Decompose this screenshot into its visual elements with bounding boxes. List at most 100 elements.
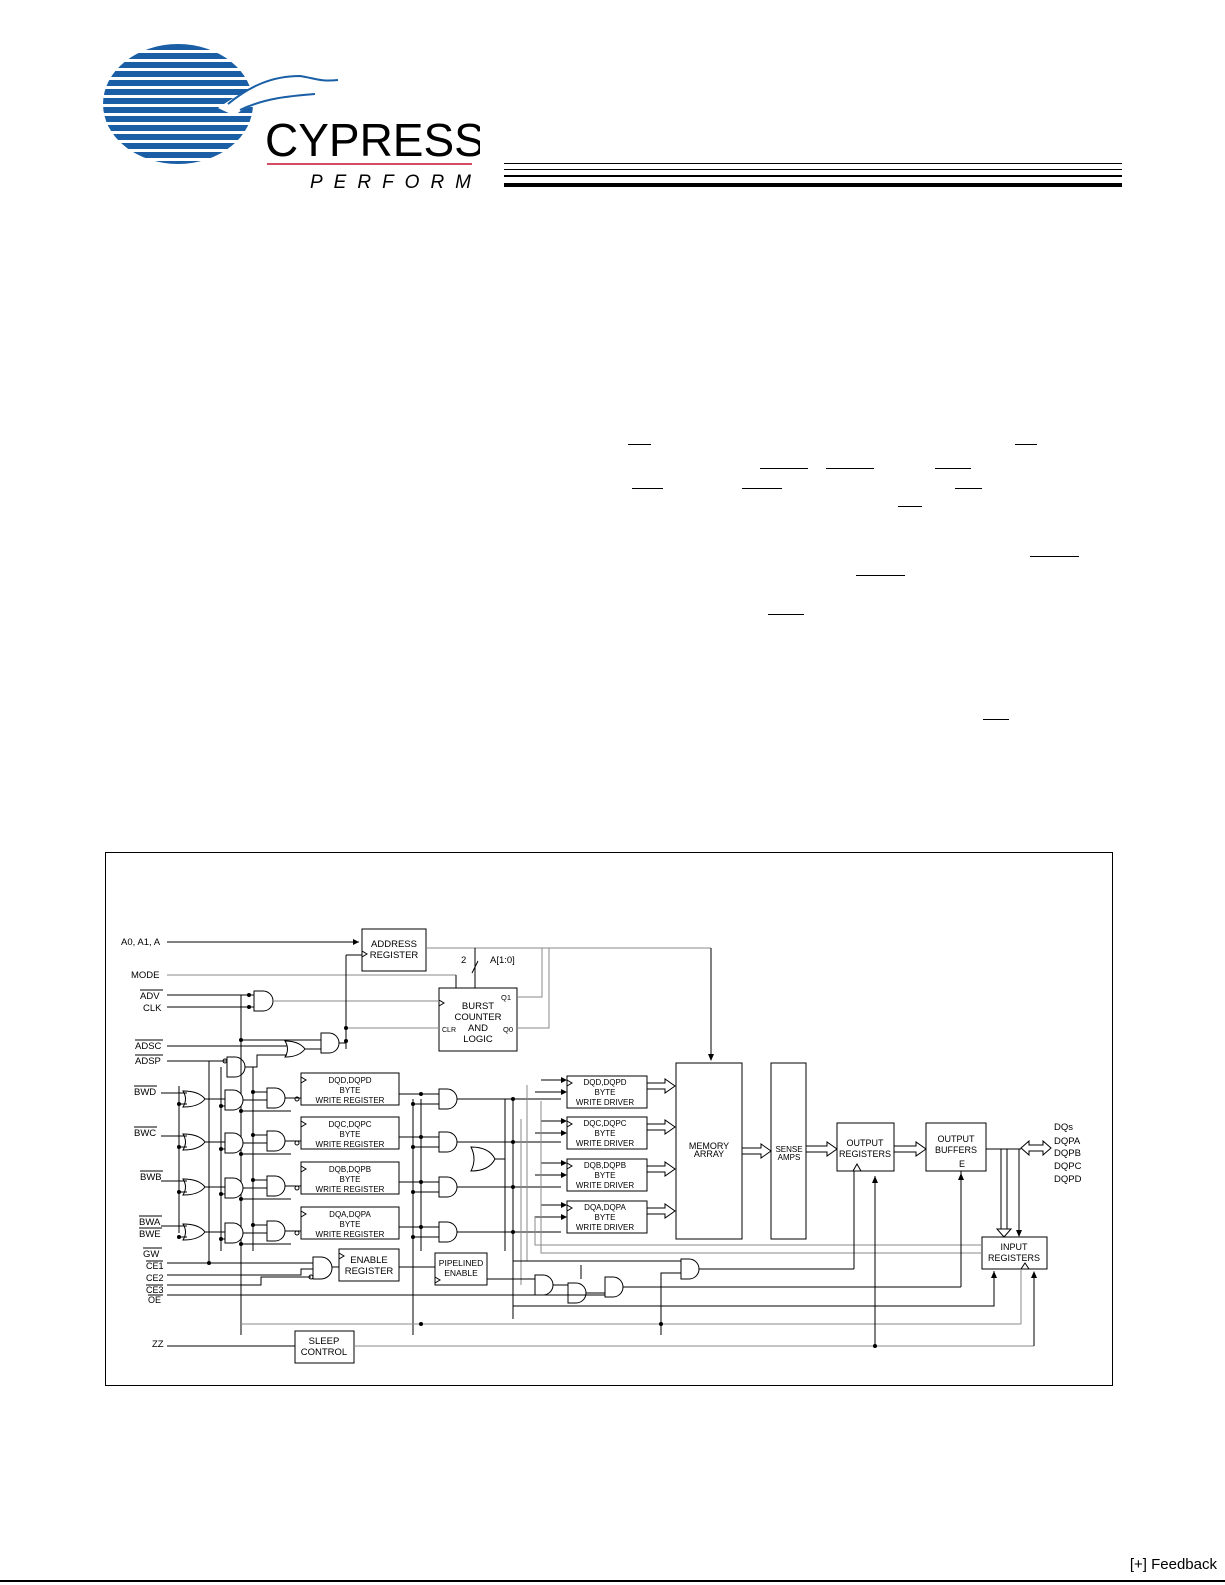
- pipelined-enable-label: ENABLE: [444, 1268, 478, 1278]
- output-buffers-label: OUTPUT: [938, 1134, 976, 1144]
- dq-output-label: DQPA: [1054, 1136, 1081, 1147]
- byte-write-driver-label: WRITE DRIVER: [576, 1181, 634, 1190]
- data-arrow: [646, 1161, 676, 1177]
- signal-clk: CLK: [143, 1003, 162, 1014]
- and-gate: [266, 1220, 286, 1242]
- overbar: [768, 614, 804, 615]
- data-arrow: [646, 1203, 676, 1219]
- byte-write-register-label: BYTE: [340, 1220, 361, 1229]
- feedback-link[interactable]: [+] Feedback: [1129, 1556, 1217, 1573]
- enable-register: [338, 1248, 400, 1282]
- burst-counter-label: COUNTER: [455, 1012, 502, 1023]
- sense-amps: [770, 1062, 807, 1240]
- burst-counter-label: BURST: [462, 1001, 494, 1012]
- byte-write-driver-label: DQA,DQPA: [584, 1203, 626, 1212]
- and-gate: [438, 1176, 458, 1198]
- signal-adv: ADV: [140, 991, 160, 1002]
- byte-write-driver-label: BYTE: [595, 1171, 616, 1180]
- byte-write-register-label: WRITE REGISTER: [316, 1140, 385, 1149]
- burst-pin-q0: Q0: [503, 1025, 513, 1034]
- and-gate: [266, 1130, 286, 1152]
- byte-write-driver-label: BYTE: [595, 1088, 616, 1097]
- data-arrow: [646, 1078, 676, 1094]
- enable-register-label: REGISTER: [345, 1266, 394, 1277]
- byte-write-driver-label: BYTE: [595, 1213, 616, 1222]
- logo-brand: CYPRESS: [265, 114, 480, 166]
- footer-rule: [0, 1580, 1225, 1582]
- byte-write-register-label: BYTE: [340, 1130, 361, 1139]
- byte-write-register-label: WRITE REGISTER: [316, 1096, 385, 1105]
- input-registers-label: REGISTERS: [988, 1253, 1040, 1263]
- and-gate: [224, 1222, 244, 1244]
- burst-counter-label: LOGIC: [463, 1034, 493, 1045]
- address-register: [361, 928, 427, 972]
- burst-pin-clr: CLR: [442, 1027, 456, 1034]
- header-rules: [504, 163, 1122, 187]
- overbar: [632, 488, 663, 489]
- overbar: [898, 506, 922, 507]
- dq-output-label: DQs: [1054, 1122, 1073, 1133]
- addr-bus-label: A[1:0]: [490, 955, 515, 966]
- and-gate: [224, 1089, 244, 1111]
- logic-block-diagram: A0, A1, A MODE ADV CLK ADSC ADSP BWD BWC…: [105, 852, 1113, 1386]
- signal-bwc: BWC: [134, 1128, 156, 1139]
- signal-bwb: BWB: [140, 1172, 162, 1183]
- and-gate: [438, 1131, 458, 1153]
- sense-amps-label: AMPS: [778, 1153, 801, 1162]
- and-gate: [224, 1177, 244, 1199]
- input-registers: [981, 1236, 1048, 1270]
- data-arrow: [805, 1141, 838, 1157]
- signal-adsc: ADSC: [135, 1041, 162, 1052]
- logo-tagline: PERFORM: [310, 172, 480, 193]
- signal-zz: ZZ: [152, 1339, 164, 1350]
- byte-write-driver-label: DQC,DQPC: [583, 1119, 626, 1128]
- byte-write-register-label: DQC,DQPC: [328, 1120, 371, 1129]
- overbar: [983, 719, 1009, 720]
- byte-write-driver-label: WRITE DRIVER: [576, 1139, 634, 1148]
- signal-ce1: CE1: [146, 1261, 164, 1271]
- byte-write-driver: [566, 1158, 648, 1192]
- byte-write-register: [300, 1161, 400, 1195]
- pipelined-enable: [434, 1252, 488, 1286]
- cypress-logo: CYPRESS PERFORM: [103, 44, 480, 193]
- dq-output-label: DQPD: [1054, 1174, 1082, 1185]
- byte-write-register-label: WRITE REGISTER: [316, 1185, 385, 1194]
- output-registers-label: REGISTERS: [839, 1149, 891, 1159]
- signal-mode: MODE: [131, 970, 160, 981]
- signal-ce3: CE3: [146, 1285, 164, 1295]
- overbar: [628, 444, 651, 445]
- burst-pin-q1: Q1: [501, 993, 511, 1002]
- sleep-control-label: CONTROL: [301, 1347, 347, 1358]
- signal-bwa: BWA: [139, 1217, 161, 1228]
- and-gate: [438, 1221, 458, 1243]
- overbar: [1015, 444, 1037, 445]
- byte-write-driver-label: DQB,DQPB: [584, 1161, 626, 1170]
- output-buffers-label: BUFFERS: [935, 1145, 977, 1155]
- overbar: [826, 468, 874, 469]
- enable-register-label: ENABLE: [350, 1255, 388, 1266]
- burst-counter: [438, 987, 518, 1052]
- or-gate: [470, 1146, 496, 1172]
- globe-icon: [103, 44, 253, 164]
- byte-write-driver-label: DQD,DQPD: [583, 1078, 626, 1087]
- or-gate: [182, 1090, 206, 1108]
- and-gate: [266, 1175, 286, 1197]
- memory-array-label: ARRAY: [694, 1149, 724, 1159]
- or-gate: [182, 1133, 206, 1151]
- byte-write-register: [300, 1116, 400, 1150]
- signal-ce2: CE2: [146, 1273, 164, 1283]
- dq-output-label: DQPC: [1054, 1161, 1082, 1172]
- output-buffers-label: E: [959, 1159, 965, 1169]
- output-registers: [836, 1122, 895, 1172]
- byte-write-register: [300, 1206, 400, 1240]
- overbar: [742, 488, 782, 489]
- byte-write-register: [300, 1072, 400, 1106]
- data-arrow: [893, 1141, 927, 1157]
- memory-array: [675, 1062, 743, 1240]
- data-arrow: [741, 1143, 772, 1159]
- output-buffers: [925, 1122, 987, 1172]
- burst-counter-label: AND: [468, 1023, 488, 1034]
- sense-amps-label: SENSE: [775, 1145, 802, 1154]
- signal-oe: OE: [148, 1295, 161, 1305]
- addr-bus-width: 2: [461, 955, 466, 966]
